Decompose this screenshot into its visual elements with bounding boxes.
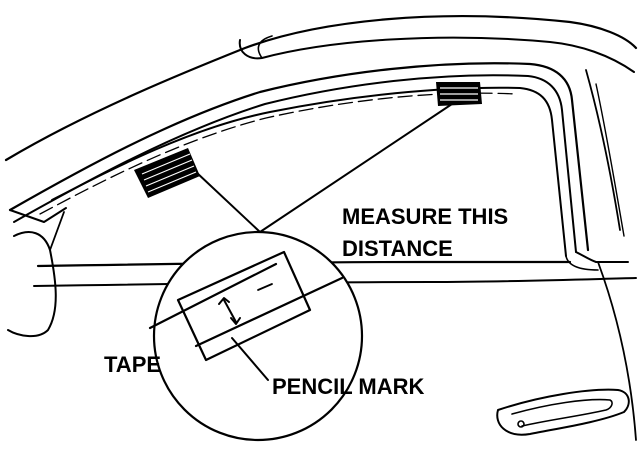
door-handle	[496, 388, 630, 436]
pencil-mark-line	[194, 276, 344, 348]
measure-arrow	[223, 299, 237, 323]
label-pencil-mark: PENCIL MARK	[272, 374, 424, 399]
label-measure-line2: DISTANCE	[342, 236, 453, 261]
tape-patch-left	[134, 148, 200, 198]
window-glass-edge	[51, 86, 567, 257]
side-mirror	[7, 231, 57, 337]
b-pillar	[575, 251, 629, 263]
roof-rail	[238, 36, 635, 73]
tape-patch-right	[436, 82, 482, 106]
label-tape: TAPE	[104, 352, 161, 377]
pencil-mark-pointer	[231, 337, 269, 381]
tape-outline	[176, 250, 312, 362]
tape-edge-line	[148, 262, 278, 330]
label-measure-line1: MEASURE THIS	[342, 204, 508, 229]
body-panel-line	[585, 69, 621, 231]
leader-line-left	[195, 171, 261, 233]
roof-outer-line	[4, 15, 638, 162]
window-sill	[36, 260, 572, 268]
leader-line-right	[259, 99, 459, 233]
a-pillar	[9, 207, 67, 223]
window-frame-outer	[8, 62, 590, 252]
door-edge	[597, 261, 637, 441]
